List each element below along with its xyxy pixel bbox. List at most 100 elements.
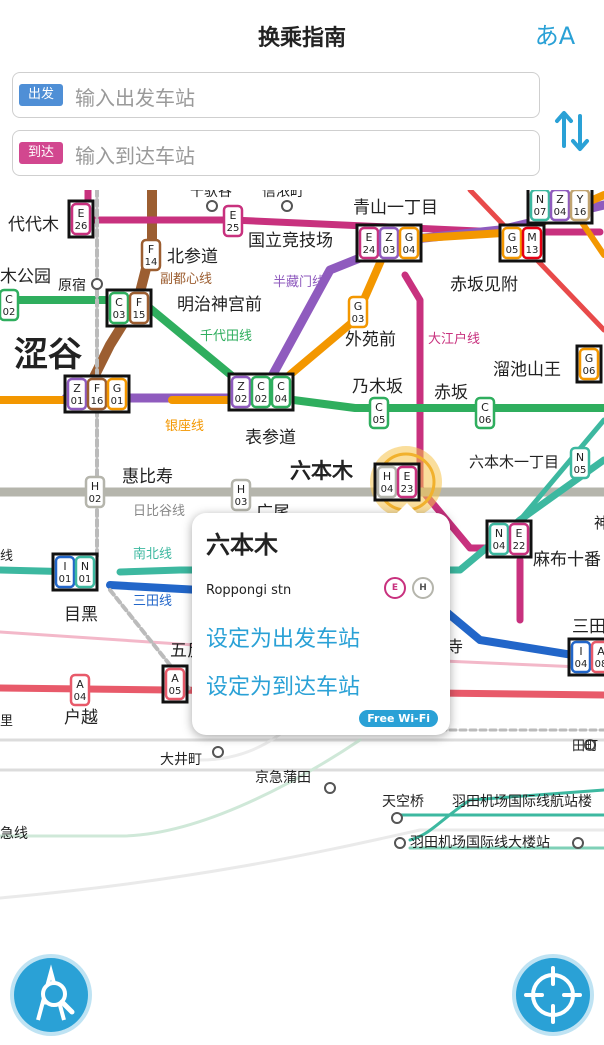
language-toggle-button[interactable]: あA (530, 16, 580, 56)
station-code-text: 03 (352, 314, 365, 325)
station-code-text: N (495, 527, 503, 540)
station-code-text: A (76, 678, 84, 691)
station-label-mita[interactable]: 三田 (572, 617, 604, 637)
station-label-meijijingu[interactable]: 明治神宫前 (177, 295, 262, 315)
station-label-gaienmae[interactable]: 外苑前 (345, 330, 396, 350)
hibiya-line-badge-icon: H (412, 577, 434, 599)
destination-input-placeholder[interactable]: 输入到达车站 (75, 144, 195, 168)
popup-pointer (395, 503, 419, 515)
origin-input-placeholder[interactable]: 输入出发车站 (75, 86, 195, 110)
locate-me-button[interactable] (516, 958, 590, 1032)
station-code-text: F (94, 382, 100, 395)
station-code-cell (222, 204, 244, 238)
station-code-cell (74, 555, 96, 589)
oedo-line-badge-icon: E (384, 577, 406, 599)
station-label-shibuya[interactable]: 涩谷 (14, 335, 82, 375)
station-label-meguro[interactable]: 目黑 (64, 605, 98, 625)
line-label-ginza: 银座线 (165, 419, 204, 434)
station-code-text: H (91, 480, 99, 493)
station-label-omotesando[interactable]: 表参道 (245, 428, 296, 448)
station-label-oimachi[interactable]: 大井町 (160, 752, 202, 768)
station-label-haneda-building[interactable]: 羽田机场国际线大楼站 (410, 835, 550, 851)
station-code-text: F (136, 296, 142, 309)
station-code-cell (140, 238, 162, 272)
station-code-text: 01 (71, 396, 84, 407)
station-code-text: F (148, 243, 154, 256)
station-label-akasaka[interactable]: 赤坂 (434, 383, 468, 403)
station-label-yoyogikoen[interactable]: 木公园 (0, 267, 51, 287)
station-code-text: N (81, 560, 89, 573)
station-label-roppongi1[interactable]: 六本木一丁目 (469, 453, 559, 471)
station-code-text: Y (576, 193, 584, 206)
station-code-text: Z (73, 382, 81, 395)
station-code-text: 22 (513, 541, 526, 552)
station-code-text: 03 (113, 310, 126, 321)
destination-tag: 到达 (19, 142, 63, 164)
station-label-yoyogi[interactable]: 代代木 (8, 215, 59, 235)
origin-field[interactable]: 出发 输入出发车站 (12, 72, 540, 118)
station-code-text: 02 (235, 394, 248, 405)
station-label-aoyama1[interactable]: 青山一丁目 (353, 198, 438, 218)
station-code-cell (590, 640, 604, 674)
station-label-tameike[interactable]: 溜池山王 (493, 360, 561, 380)
station-code-cell (578, 347, 600, 381)
station-label-kitasando[interactable]: 北参道 (167, 247, 218, 267)
set-destination-button[interactable]: 设定为到达车站 (206, 675, 361, 700)
swap-button[interactable] (552, 106, 592, 156)
station-code-cell (570, 640, 592, 674)
line-label-fukutoshin: 副都心线 (160, 272, 212, 287)
station-code-text: 14 (145, 257, 158, 268)
station-code-cell (396, 465, 418, 499)
tower-search-icon (36, 964, 75, 1021)
station-label-keikyukamata[interactable]: 京急蒲田 (255, 770, 311, 786)
set-origin-button[interactable]: 设定为出发车站 (206, 627, 361, 652)
station-label-kokuritsu[interactable]: 国立竞技场 (248, 231, 333, 251)
station-code-text: 25 (227, 223, 240, 234)
station-code-text: E (78, 207, 85, 220)
station-code-cell (549, 188, 571, 222)
station-code-text: 04 (275, 394, 288, 405)
station-code-cell (521, 226, 543, 260)
station-label-haneda-terminal[interactable]: 羽田机场国际线航站楼 (452, 794, 592, 810)
station-code-text: A (597, 645, 604, 658)
station-code-text: 24 (363, 245, 376, 256)
station-popup: 六本木 Roppongi stn E H 设定为出发车站 设定为到达车站 Fre… (192, 503, 450, 735)
station-code-text: N (536, 193, 544, 206)
station-label-nogizaka[interactable]: 乃木坂 (352, 377, 403, 397)
station-code-text: 05 (373, 415, 386, 426)
station-code-text: 01 (59, 574, 72, 585)
header: 换乘指南 あA 出发 输入出发车站 到达 输入到达车站 (0, 0, 604, 190)
station-code-text: 06 (479, 415, 492, 426)
station-code-cell (501, 226, 523, 260)
station-label-ebisu[interactable]: 惠比寿 (122, 467, 173, 487)
destination-field[interactable]: 到达 输入到达车站 (12, 130, 540, 176)
station-code-text: 03 (383, 245, 396, 256)
station-code-text: 04 (381, 484, 394, 495)
station-code-text: 13 (526, 245, 539, 256)
station-code-cell (250, 375, 272, 409)
station-code-cell (347, 295, 369, 329)
station-label-akasakamitsuke[interactable]: 赤坂见附 (450, 275, 518, 295)
station-code-cell (69, 673, 91, 707)
station-code-text: E (366, 231, 373, 244)
station-code-text: 01 (79, 574, 92, 585)
station-code-text: 04 (74, 692, 87, 703)
station-label-azabujuban[interactable]: 麻布十番 (533, 550, 601, 570)
station-code-cell (378, 226, 400, 260)
search-map-button[interactable] (14, 958, 88, 1032)
station-code-text: C (481, 401, 489, 414)
station-code-cell (0, 288, 20, 322)
station-code-text: Z (385, 231, 393, 244)
station-code-text: 02 (3, 307, 16, 318)
station-code-cell (54, 555, 76, 589)
station-code-text: M (527, 231, 537, 244)
station-label-tenkubashi[interactable]: 天空桥 (382, 794, 424, 810)
station-label-harajuku[interactable]: 原宿 (58, 277, 86, 294)
station-label-togoshi[interactable]: 户越 (64, 708, 98, 728)
station-label-tamachi[interactable]: 田町 (572, 739, 598, 754)
station-label-roppongi[interactable]: 六本木 (290, 459, 354, 483)
station-code-cell (164, 667, 186, 701)
station-code-cell (376, 465, 398, 499)
station-code-cell (84, 475, 106, 509)
station-code-text: E (516, 527, 523, 540)
